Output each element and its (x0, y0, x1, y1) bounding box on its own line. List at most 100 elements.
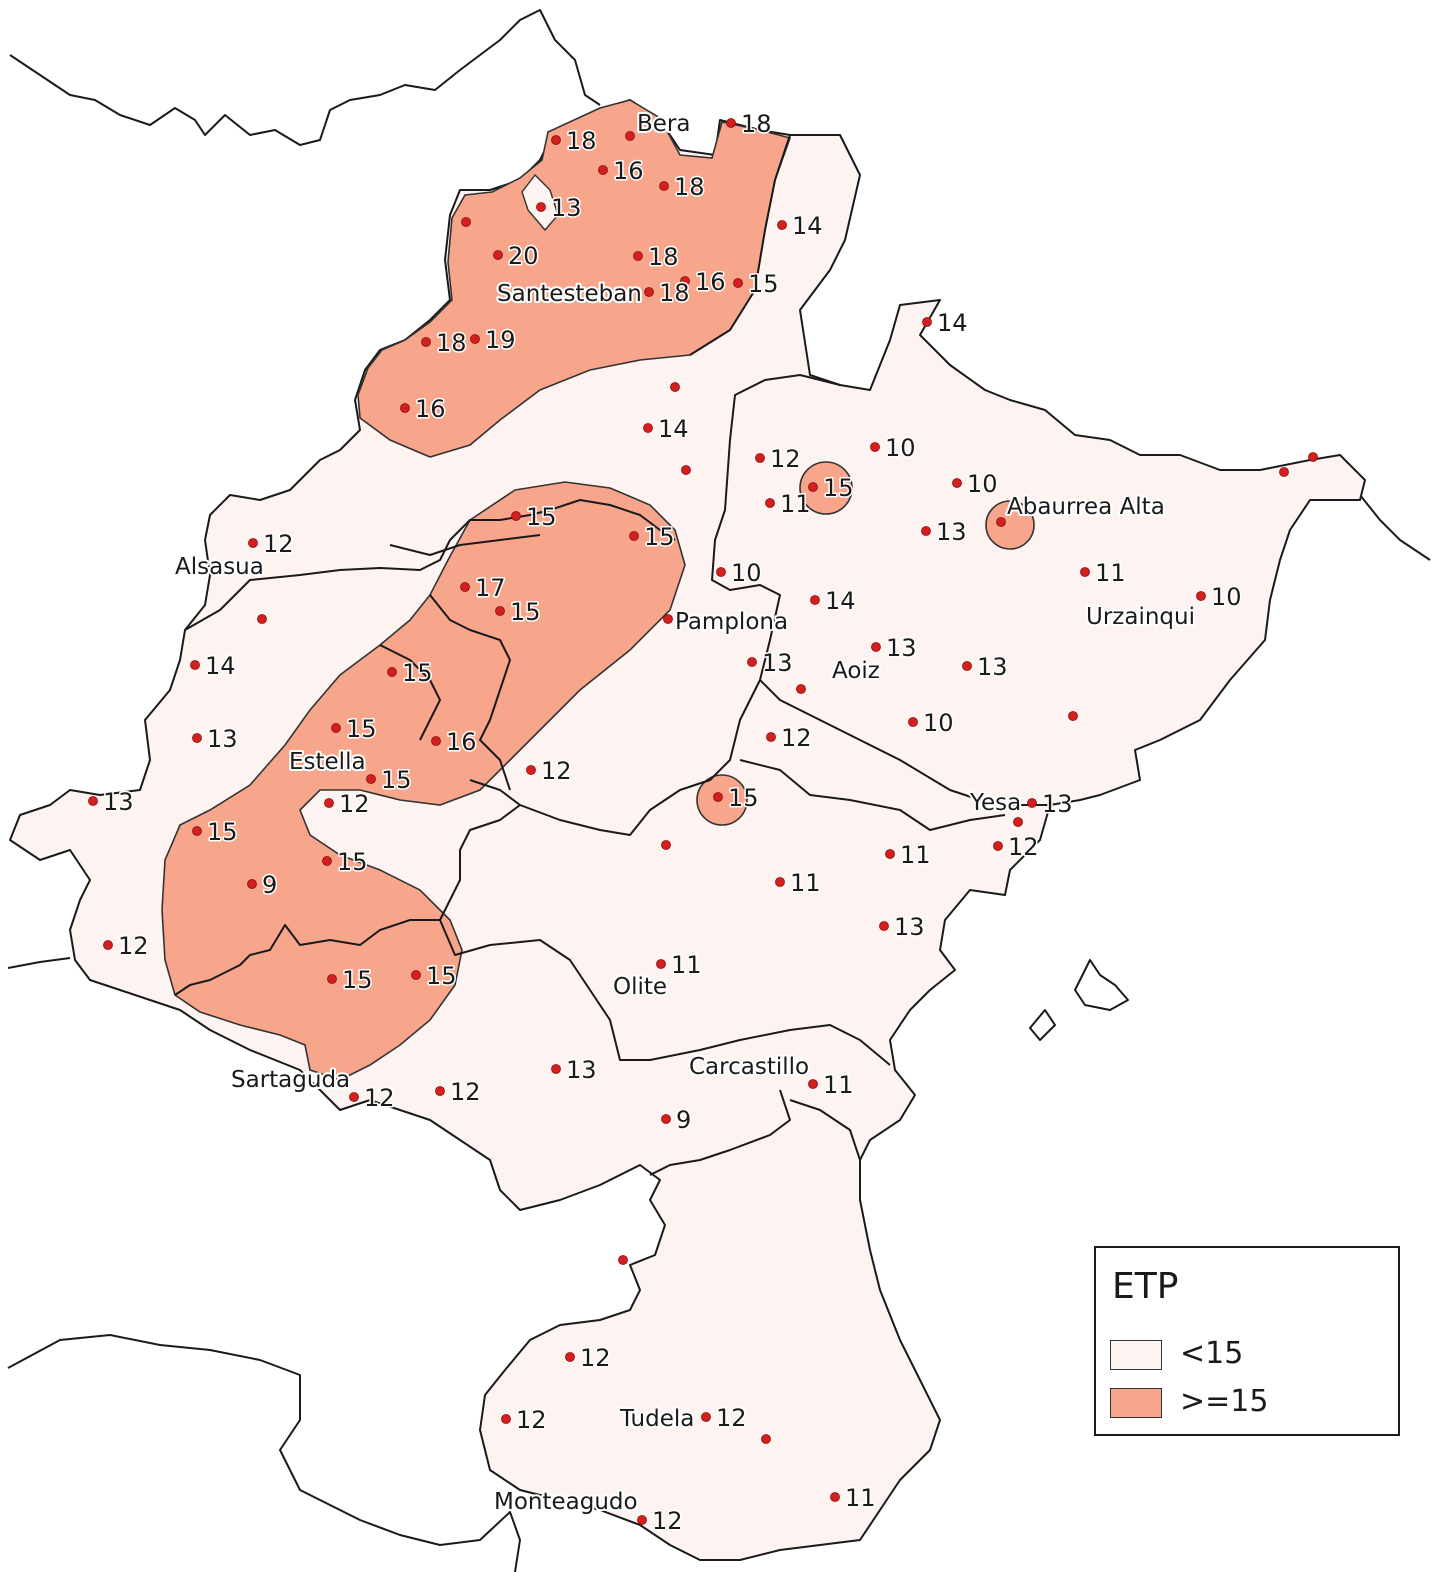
station-value-label: 12 (781, 724, 812, 752)
station-point (659, 181, 669, 191)
station-point (755, 453, 765, 463)
station-point (526, 765, 536, 775)
station-point (387, 667, 397, 677)
station-value-label: 11 (671, 951, 702, 979)
station-point (633, 251, 643, 261)
station-point (775, 877, 785, 887)
station-value-label: 18 (436, 329, 467, 357)
station-value-label: 16 (446, 728, 477, 756)
station-point-unlabeled (681, 465, 691, 475)
station-point (536, 202, 546, 212)
station-point (551, 135, 561, 145)
station-value-label: 13 (886, 634, 917, 662)
internal-border-9 (184, 499, 676, 631)
station-point (808, 1079, 818, 1089)
zone-high-circle-1 (799, 461, 853, 515)
station-point-unlabeled (663, 614, 673, 624)
station-point (1196, 591, 1206, 601)
town-label: Alsasua (175, 554, 264, 580)
station-point-unlabeled (618, 1255, 628, 1265)
station-value-label: 16 (695, 268, 726, 296)
station-point (1027, 798, 1037, 808)
station-point (922, 317, 932, 327)
town-label: Urzainqui (1086, 604, 1195, 630)
station-point-unlabeled (670, 382, 680, 392)
station-point (411, 970, 421, 980)
station-point (766, 732, 776, 742)
station-value-label: 13 (1042, 790, 1073, 818)
station-point (431, 736, 441, 746)
station-point (629, 531, 639, 541)
station-point (777, 220, 787, 230)
station-point (192, 733, 202, 743)
station-value-label: 10 (923, 709, 954, 737)
station-point (327, 974, 337, 984)
legend-swatch-low (1110, 1340, 1162, 1370)
station-value-label: 18 (648, 243, 679, 271)
station-point (192, 826, 202, 836)
station-point (661, 1114, 671, 1124)
station-value-label: 18 (659, 279, 690, 307)
internal-border-10 (389, 534, 541, 556)
border-southwest (7, 1334, 521, 1572)
town-label: Estella (289, 749, 366, 775)
station-point (551, 1064, 561, 1074)
station-value-label: 14 (205, 652, 236, 680)
station-value-label: 13 (977, 653, 1008, 681)
station-value-label: 16 (613, 157, 644, 185)
station-value-label: 12 (580, 1344, 611, 1372)
station-point (511, 511, 521, 521)
station-point-unlabeled (1013, 817, 1023, 827)
station-point (247, 879, 257, 889)
station-value-label: 15 (426, 962, 457, 990)
station-point-unlabeled (1308, 452, 1318, 462)
station-value-label: 12 (263, 530, 294, 558)
town-label: Sartaguda (231, 1067, 350, 1093)
station-point-unlabeled (796, 684, 806, 694)
station-value-label: 13 (762, 649, 793, 677)
station-point (643, 423, 653, 433)
station-value-label: 11 (1095, 559, 1126, 587)
internal-border-8 (174, 919, 440, 996)
internal-border-11 (429, 594, 511, 791)
station-value-label: 15 (644, 523, 675, 551)
navarra-region (9, 99, 1366, 1561)
legend-label-high: >=15 (1180, 1384, 1269, 1419)
station-value-label: 9 (676, 1106, 691, 1134)
internal-border-5 (439, 804, 891, 1066)
station-value-label: 10 (885, 434, 916, 462)
station-value-label: 15 (510, 598, 541, 626)
station-value-label: 13 (551, 194, 582, 222)
station-point (331, 723, 341, 733)
station-point (830, 1492, 840, 1502)
town-label: Santesteban (497, 281, 642, 307)
station-point (248, 538, 258, 548)
internal-border-4 (739, 759, 1006, 831)
station-points (88, 118, 1318, 1525)
station-point (952, 478, 962, 488)
station-value-label: 12 (516, 1406, 547, 1434)
station-value-label: 17 (475, 574, 506, 602)
internal-border-3 (759, 679, 1050, 806)
station-point (644, 287, 654, 297)
station-value-label: 12 (1008, 833, 1039, 861)
station-point (808, 482, 818, 492)
zone-high-circle-3 (696, 774, 748, 826)
station-value-label: 12 (364, 1084, 395, 1112)
station-point (598, 165, 608, 175)
station-value-label: 14 (792, 212, 823, 240)
station-value-label: 14 (937, 309, 968, 337)
station-point (435, 1086, 445, 1096)
station-point (421, 337, 431, 347)
internal-border-1 (689, 134, 791, 356)
border-northeast (1359, 494, 1431, 561)
station-value-label: 15 (346, 715, 377, 743)
station-point-unlabeled (996, 517, 1006, 527)
town-label: Abaurrea Alta (1007, 494, 1165, 520)
station-point-unlabeled (1068, 711, 1078, 721)
station-point (349, 1092, 359, 1102)
coastline-north (9, 9, 601, 146)
station-value-label: 11 (790, 869, 821, 897)
